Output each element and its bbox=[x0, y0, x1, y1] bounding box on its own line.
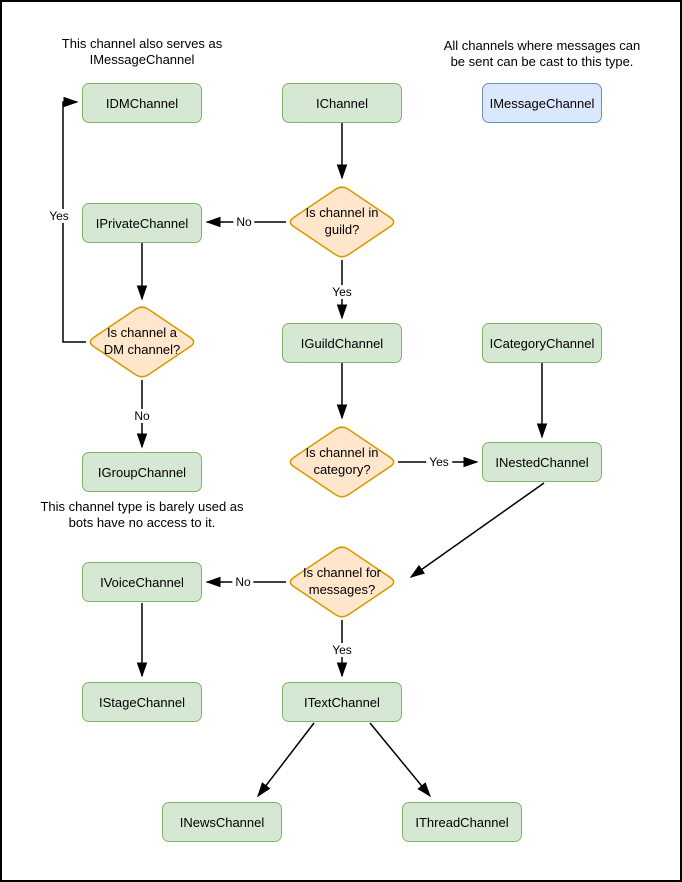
node-idmchannel: IDMChannel bbox=[82, 83, 202, 123]
decision-is-channel-in-category-label: Is channel in category? bbox=[305, 445, 379, 477]
node-icategorychannel-label: ICategoryChannel bbox=[489, 335, 595, 351]
node-istagechannel-label: IStageChannel bbox=[98, 694, 185, 710]
decision-is-channel-for-messages-label: Is channel for messages? bbox=[302, 565, 382, 597]
edge-label-category-yes: Yes bbox=[426, 455, 452, 469]
node-ichannel-label: IChannel bbox=[315, 95, 369, 111]
node-icategorychannel: ICategoryChannel bbox=[482, 323, 602, 363]
diamond-shape bbox=[289, 186, 395, 258]
node-inestedchannel: INestedChannel bbox=[482, 442, 602, 482]
node-ivoicechannel: IVoiceChannel bbox=[82, 562, 202, 602]
decision-is-channel-in-guild-label: Is channel in guild? bbox=[305, 205, 379, 237]
decision-is-channel-in-guild: Is channel in guild? bbox=[286, 184, 398, 260]
diamond-shape bbox=[89, 306, 195, 378]
node-ithreadchannel-label: IThreadChannel bbox=[415, 814, 509, 830]
node-inewschannel: INewsChannel bbox=[162, 802, 282, 842]
node-ivoicechannel-label: IVoiceChannel bbox=[100, 574, 184, 590]
edge-itextchannel-to-inewschannel bbox=[257, 722, 315, 798]
node-iguildchannel-label: IGuildChannel bbox=[300, 335, 384, 351]
node-imessagechannel-label: IMessageChannel bbox=[489, 95, 595, 111]
edge-itextchannel-to-ithreadchannel bbox=[369, 722, 431, 798]
node-itextchannel: ITextChannel bbox=[282, 682, 402, 722]
node-ichannel: IChannel bbox=[282, 83, 402, 123]
edge-label-messages-yes: Yes bbox=[329, 643, 355, 657]
node-igroupchannel: IGroupChannel bbox=[82, 452, 202, 492]
edge-label-guild-yes: Yes bbox=[329, 285, 355, 299]
node-inewschannel-label: INewsChannel bbox=[179, 814, 265, 830]
decision-is-channel-a-dm-label: Is channel a DM channel? bbox=[103, 325, 181, 357]
node-ithreadchannel: IThreadChannel bbox=[402, 802, 522, 842]
edge-inestedchannel-to-messages-decision bbox=[409, 482, 545, 578]
edge-label-messages-no: No bbox=[232, 575, 254, 589]
node-igroupchannel-label: IGroupChannel bbox=[97, 464, 187, 480]
note-idmchannel: This channel also serves as IMessageChan… bbox=[61, 36, 223, 67]
node-imessagechannel: IMessageChannel bbox=[482, 83, 602, 123]
node-itextchannel-label: ITextChannel bbox=[304, 694, 380, 710]
node-istagechannel: IStageChannel bbox=[82, 682, 202, 722]
note-igroupchannel: This channel type is barely used as bots… bbox=[40, 499, 244, 530]
node-iguildchannel: IGuildChannel bbox=[282, 323, 402, 363]
node-iprivatechannel-label: IPrivateChannel bbox=[95, 215, 189, 231]
diamond-shape bbox=[289, 546, 395, 618]
decision-is-channel-a-dm: Is channel a DM channel? bbox=[86, 304, 198, 380]
diamond-shape bbox=[289, 426, 395, 498]
edge-label-guild-no: No bbox=[233, 215, 255, 229]
node-inestedchannel-label: INestedChannel bbox=[495, 454, 589, 470]
decision-is-channel-in-category: Is channel in category? bbox=[286, 424, 398, 500]
edge-label-dm-yes: Yes bbox=[46, 209, 72, 223]
note-imessagechannel: All channels where messages can be sent … bbox=[443, 38, 641, 69]
node-iprivatechannel: IPrivateChannel bbox=[82, 203, 202, 243]
decision-is-channel-for-messages: Is channel for messages? bbox=[286, 544, 398, 620]
edge-label-dm-no: No bbox=[131, 409, 153, 423]
node-idmchannel-label: IDMChannel bbox=[105, 95, 179, 111]
